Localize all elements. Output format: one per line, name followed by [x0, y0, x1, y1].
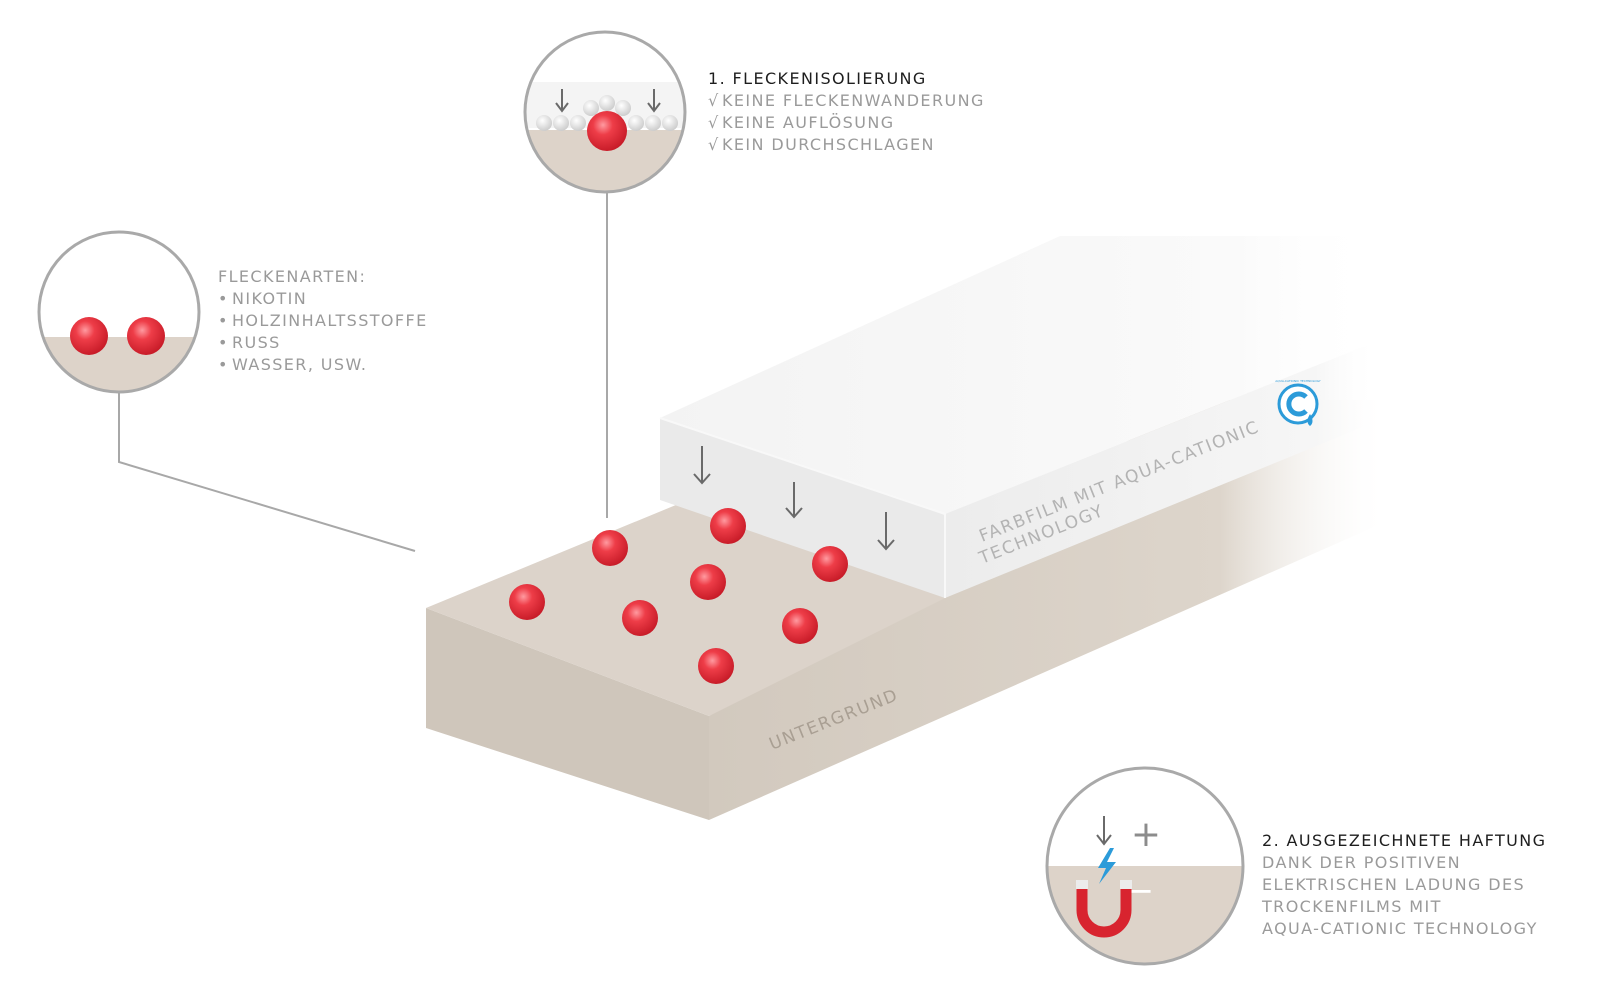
- paint-film: [659, 236, 1380, 598]
- plus-sign: +: [1131, 814, 1161, 855]
- adhesion-callout: + −: [1045, 766, 1245, 966]
- stain-dot: [698, 648, 734, 684]
- film-side: [945, 340, 1380, 598]
- adhesion-text-line: AQUA-CATIONIC TECHNOLOGY: [1262, 919, 1538, 938]
- list-item: √KEINE FLECKENWANDERUNG: [708, 91, 985, 110]
- pearl-particles: [536, 95, 678, 131]
- film-edge: [659, 417, 946, 598]
- adhesion-text-line: TROCKENFILMS MIT: [1262, 897, 1442, 916]
- adhesion-title: 2. AUSGEZEICHNETE HAFTUNG: [1262, 831, 1547, 850]
- stain-dot: [509, 584, 545, 620]
- stain-types-label: FLECKENARTEN: •NIKOTIN •HOLZINHALTSSTOFF…: [218, 266, 428, 376]
- list-item: •NIKOTIN: [218, 289, 308, 308]
- stains-on-substrate: [509, 508, 848, 684]
- isolation-callout: [523, 30, 687, 194]
- substrate-front-face: [426, 608, 709, 820]
- adhesion-text-line: DANK DER POSITIVEN: [1262, 853, 1461, 872]
- list-item: •HOLZINHALTSSTOFFE: [218, 311, 428, 330]
- stain-dot: [622, 600, 658, 636]
- list-item: •RUß: [218, 333, 281, 352]
- stain-dot: [587, 111, 627, 151]
- down-arrow-icon: [1096, 816, 1112, 846]
- lightning-icon: [1098, 848, 1116, 884]
- stain-types-callout: [37, 230, 201, 394]
- substrate-long-side: [709, 400, 1390, 820]
- list-item: √KEIN DURCHSCHLAGEN: [708, 135, 935, 154]
- film-top: [660, 236, 1380, 514]
- stain-types-title: FLECKENARTEN:: [218, 267, 367, 286]
- magnet-icon: [1076, 880, 1132, 938]
- stain-dot: [782, 608, 818, 644]
- aqua-cationic-logo: AQUA-CATIONIC TECHNOLOGY: [1275, 379, 1321, 426]
- isolation-title: 1. FLECKENISOLIERUNG: [708, 69, 927, 88]
- logo-ring-text: AQUA-CATIONIC TECHNOLOGY: [1275, 379, 1321, 383]
- stain-dot: [127, 317, 165, 355]
- down-arrow-icon: [693, 446, 895, 551]
- list-item: √KEINE AUFLÖSUNG: [708, 113, 895, 132]
- stain-dot: [710, 508, 746, 544]
- adhesion-label: 2. AUSGEZEICHNETE HAFTUNG DANK DER POSIT…: [1262, 830, 1546, 940]
- stain-dot: [592, 530, 628, 566]
- stain-types-leader-line: [118, 392, 416, 552]
- isolation-label: 1. FLECKENISOLIERUNG √KEINE FLECKENWANDE…: [708, 68, 985, 156]
- down-arrow-icon: [555, 89, 661, 113]
- list-item: •WASSER, USW.: [218, 355, 368, 374]
- stain-dot: [690, 564, 726, 600]
- stain-dot: [812, 546, 848, 582]
- stain-dot: [70, 317, 108, 355]
- adhesion-text-line: ELEKTRISCHEN LADUNG DES: [1262, 875, 1526, 894]
- film-front: [660, 418, 945, 598]
